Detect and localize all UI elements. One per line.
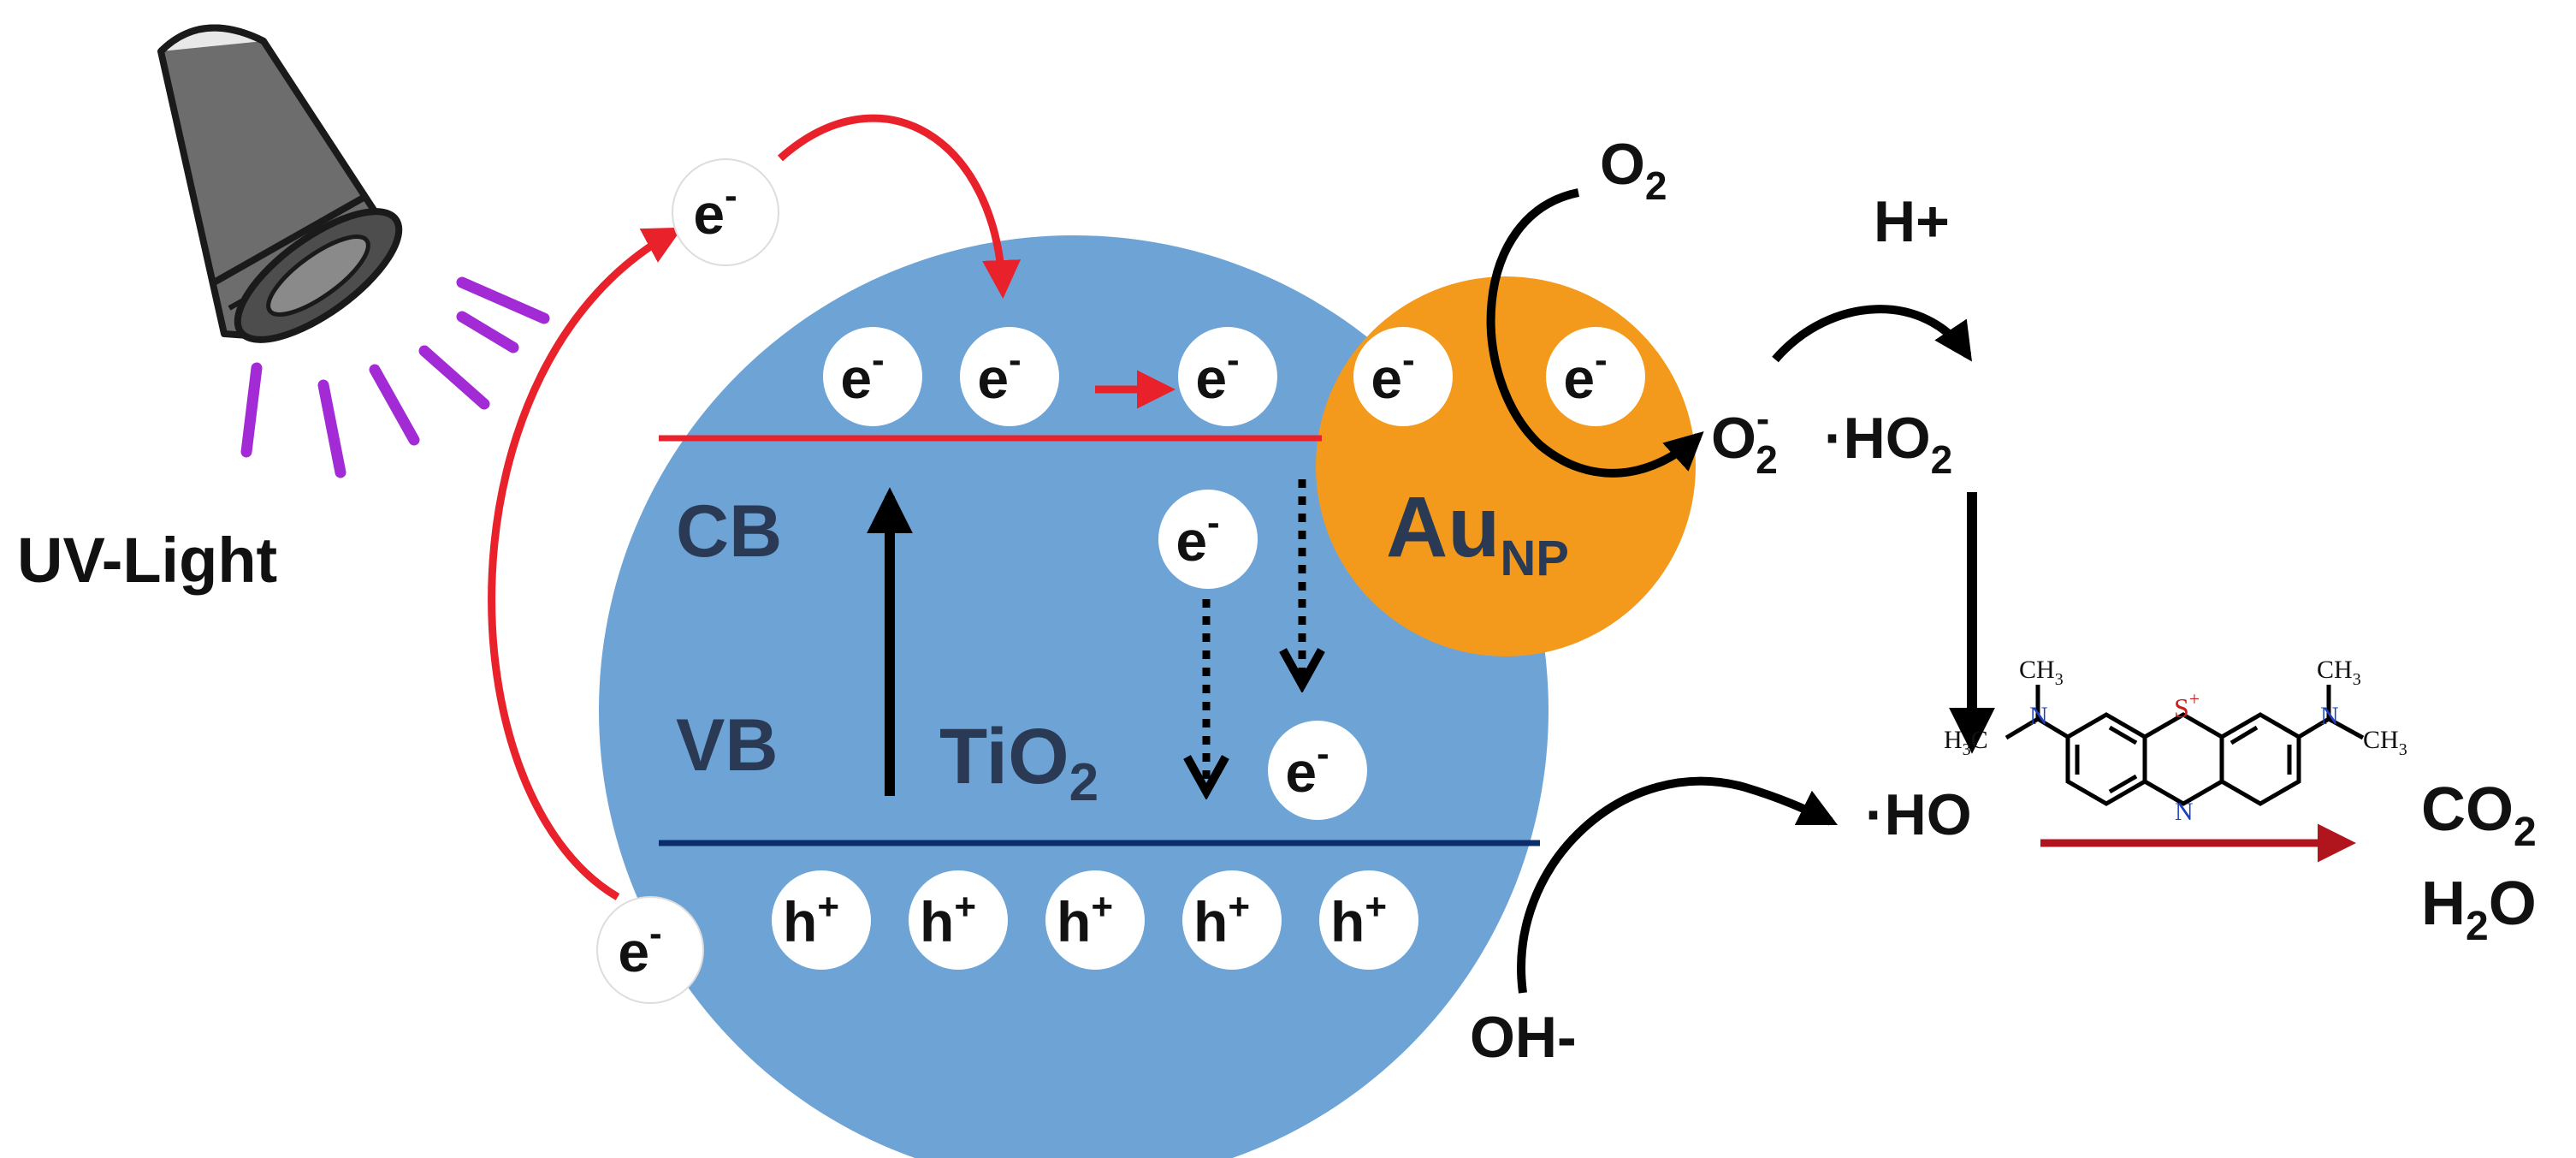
svg-text:e-: e- [840, 339, 884, 410]
hydroxide-label: OH- [1470, 1005, 1577, 1070]
co2-label: CO2 [2421, 775, 2537, 855]
au-np-label: AuNP [1386, 479, 1569, 586]
electron-cb-2: e- [960, 327, 1059, 426]
protonation-arrow [1772, 305, 1973, 363]
hole-4: h+ [1182, 870, 1282, 970]
o2-label: O2 [1600, 132, 1667, 208]
svg-text:h+: h+ [920, 886, 976, 953]
electron-au-2: e- [1546, 327, 1645, 426]
electron-au-1: e- [1353, 327, 1453, 426]
electron-excited: e- [672, 158, 779, 266]
hydroperoxyl-label: ·HO2 [1824, 406, 1952, 482]
electron-ground: e- [596, 896, 704, 1004]
hydroxyl-radical-label: ·HO [1865, 782, 1972, 847]
svg-text:h+: h+ [1330, 886, 1387, 953]
vb-label: VB [676, 704, 778, 787]
mb-right-methyl: CH3 [2363, 726, 2407, 759]
electron-cb-3: e- [1178, 327, 1277, 426]
svg-text:e-: e- [618, 912, 661, 983]
methylene-blue-structure [2005, 685, 2365, 806]
svg-text:h+: h+ [1193, 886, 1250, 953]
mb-right-nitrogen: N [2320, 702, 2339, 730]
svg-text:e-: e- [1195, 339, 1239, 410]
h-plus-label: H+ [1874, 189, 1950, 254]
hole-5: h+ [1319, 870, 1418, 970]
svg-text:h+: h+ [1057, 886, 1113, 953]
hydroxide-oxidation-arrow [1517, 776, 1839, 994]
mb-right-top-methyl: CH3 [2317, 656, 2361, 689]
svg-text:e-: e- [1563, 339, 1607, 410]
superoxide-label: O-2 [1711, 396, 1778, 482]
electron-excitation-path [488, 227, 683, 900]
svg-text:h+: h+ [783, 886, 839, 953]
svg-text:e-: e- [977, 339, 1021, 410]
electron-cb-1: e- [823, 327, 922, 426]
tio2-label: TiO2 [939, 713, 1099, 812]
cb-label: CB [676, 490, 782, 573]
electron-gap-1: e- [1158, 490, 1258, 589]
uv-light-label: UV-Light [17, 525, 277, 596]
electron-gap-2: e- [1268, 721, 1367, 820]
svg-text:e-: e- [1175, 502, 1219, 573]
electron-injection-path [778, 114, 1022, 299]
oxygen-reduction-arrow [1486, 188, 1704, 478]
hole-1: h+ [772, 870, 871, 970]
svg-text:e-: e- [1371, 339, 1414, 410]
hole-3: h+ [1045, 870, 1145, 970]
h2o-label: H2O [2421, 870, 2537, 949]
uv-lamp-icon [157, 24, 403, 343]
mb-left-nitrogen: N [2029, 702, 2048, 730]
uv-rays [240, 276, 550, 478]
svg-text:e-: e- [1285, 733, 1329, 804]
mb-top-left-methyl: CH3 [2019, 656, 2064, 689]
mb-ring-nitrogen: N [2175, 798, 2194, 826]
mb-sulfur: S+ [2174, 688, 2200, 723]
hole-2: h+ [909, 870, 1008, 970]
mb-left-methyl: H3C [1944, 726, 1988, 759]
svg-text:e-: e- [693, 175, 737, 246]
